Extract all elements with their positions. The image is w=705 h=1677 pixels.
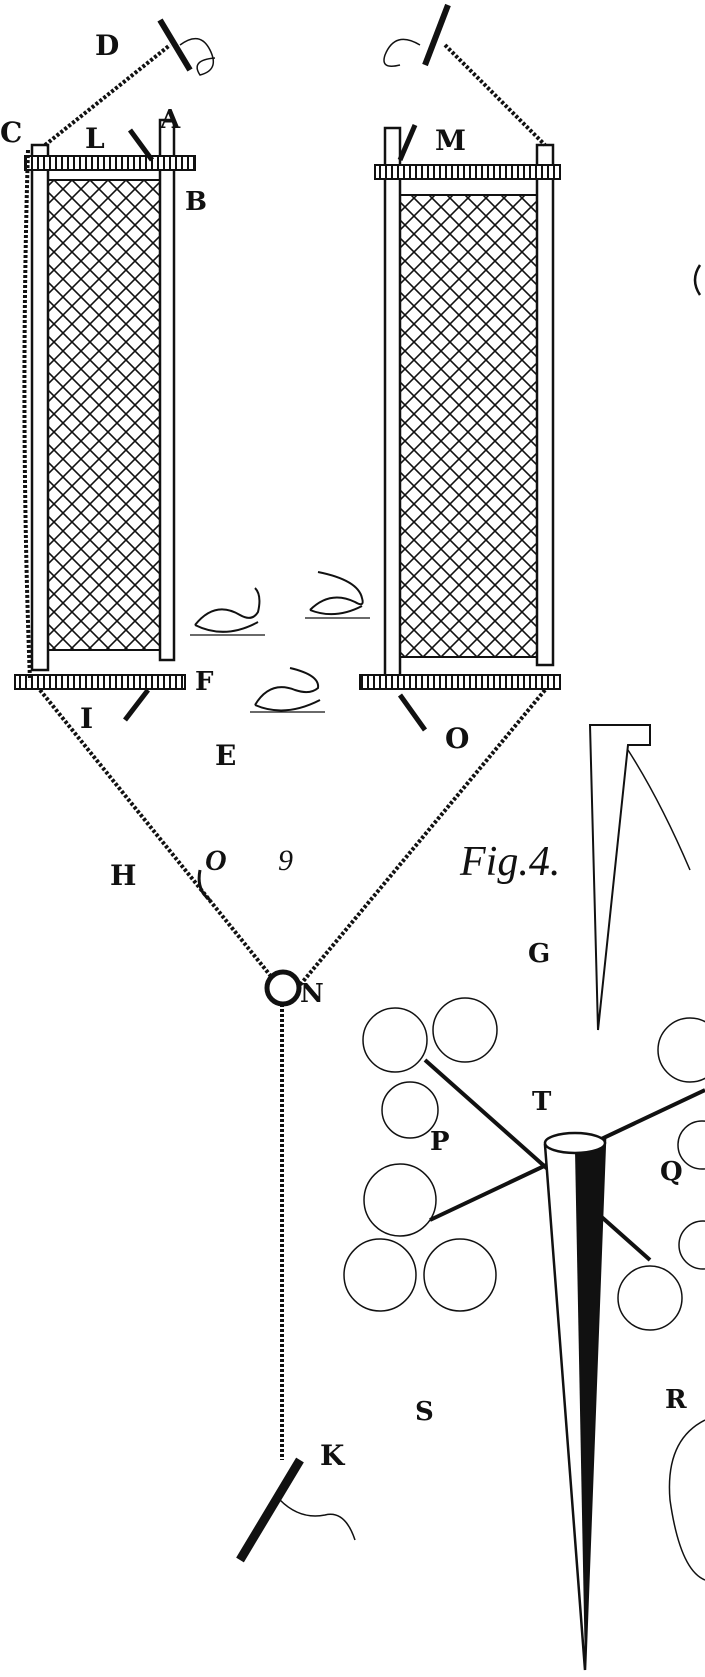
right-net-panel [359,124,561,732]
label-d: D [95,29,119,62]
label-c: C [0,116,22,149]
outline-lower-right [668,1419,705,1581]
swan-left [190,587,265,636]
left-side-cord [22,149,32,681]
label-g: G [528,939,550,969]
rod-p [423,1058,652,1262]
left-bottom-crossbar [14,674,186,690]
stake-k [236,1457,304,1563]
hook-mark [197,869,211,902]
loops-p [362,997,498,1139]
bracket-mark [693,264,702,296]
stake-t-assembly [343,264,705,1671]
left-peg-l [127,128,155,162]
right-top-crossbar [374,164,561,180]
letter-labels: D C L A B M F I E O H O 9 N Fig.4. G T P… [0,29,687,1472]
label-q: Q [660,1157,683,1187]
spike-t-head [543,1131,607,1155]
tool-g [588,724,691,1031]
label-l: L [85,122,105,155]
left-peg-i [123,688,150,722]
lower-left-rope [38,688,280,987]
left-net-mesh [47,179,161,651]
top-right-tie [383,38,421,67]
left-top-crossbar [24,155,196,171]
top-stakes [43,3,547,147]
right-outer-pole [535,143,555,667]
label-h: H [110,859,136,892]
label-m: M [435,124,466,157]
label-nine: 9 [278,844,293,877]
label-o-right: O [445,722,469,755]
left-outer-pole [30,143,50,672]
right-bottom-crossbar [359,674,561,690]
label-i: I [80,702,93,735]
label-k: K [320,1439,346,1472]
label-s: S [415,1397,434,1427]
top-right-stake [422,3,451,67]
label-a: A [159,105,181,135]
figure-label: Fig.4. [459,839,560,885]
swans [190,571,370,713]
swan-right [305,571,370,619]
label-f: F [195,667,214,697]
swan-bottom [250,667,325,713]
loops-s [343,1163,497,1312]
spike-t-shadow [575,1140,605,1670]
label-r: R [665,1385,687,1415]
right-net-mesh [397,194,539,658]
label-o-middle: O [205,844,227,877]
label-p: P [430,1127,450,1157]
left-net-panel [14,118,196,722]
loops-r [617,1220,705,1331]
loops-q [657,1017,705,1170]
label-t: T [532,1087,552,1117]
right-inner-pole [383,126,402,678]
top-left-tie [179,37,216,76]
top-right-rope [443,43,547,147]
lower-right-rope [298,688,547,987]
stake-k-tie [279,1499,356,1541]
label-e: E [215,739,236,772]
right-peg-m [397,124,418,161]
ring-n [264,969,302,1007]
top-left-stake [157,18,193,72]
right-peg-o [397,693,428,732]
label-b: B [185,187,207,217]
label-n: N [300,979,324,1009]
left-inner-pole [158,118,176,662]
lower-rigging [38,688,547,1563]
top-left-rope [43,43,172,147]
